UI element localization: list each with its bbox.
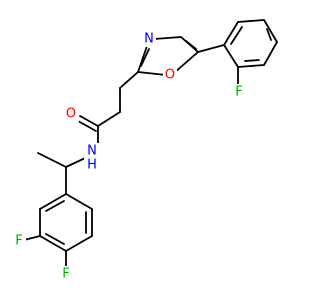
bond-right-inner-1 xyxy=(230,26,243,45)
structure-svg: N O O N H F F F xyxy=(12,19,278,282)
atom-f-left-bottom: F xyxy=(62,267,69,282)
atom-labels: N O O N H F F F xyxy=(12,31,246,282)
bond-right-ring-6 xyxy=(223,44,239,68)
bond-right-ring-3 xyxy=(263,19,278,43)
bond-ox-1 xyxy=(137,45,148,73)
molecule-diagram: N O O N H F F F xyxy=(12,19,278,282)
atom-o-oxazole: O xyxy=(165,68,175,83)
bond-ox-inner-1 xyxy=(140,48,150,67)
bond-carbonyl-o-2 xyxy=(77,120,97,132)
bond-right-inner-2 xyxy=(266,28,272,41)
bond-ch2-carbonyl xyxy=(97,111,121,127)
bond-left-ring-inner-1 xyxy=(45,200,65,212)
bond-left-ring-inner-2 xyxy=(45,233,65,245)
bond-right-ring-4 xyxy=(263,41,278,66)
bond-ox-4 xyxy=(173,51,199,74)
bond-c2-ch2 xyxy=(119,71,139,89)
bond-right-ring-1 xyxy=(223,21,239,46)
bond-ch-methyl xyxy=(37,152,67,168)
bond-left-ring-6 xyxy=(65,193,93,210)
bond-ox-inner-2 xyxy=(185,40,197,50)
atom-o-carbonyl: O xyxy=(66,107,76,122)
bond-ox-5 xyxy=(137,71,167,76)
bond-ox-aryl xyxy=(197,44,225,53)
bonds xyxy=(23,19,278,269)
atom-f-phenyl: F xyxy=(235,85,242,100)
bond-right-ring-5 xyxy=(237,64,265,68)
bond-carbonyl-o-1 xyxy=(79,115,99,127)
bond-left-ring-3 xyxy=(39,235,67,252)
bond-ox-2 xyxy=(153,36,182,40)
atom-n-amide: N xyxy=(87,144,97,159)
bond-left-f-top xyxy=(23,235,41,241)
bond-left-ring-4 xyxy=(65,235,93,252)
bond-right-inner-3 xyxy=(244,59,260,62)
atom-f-left-top: F xyxy=(15,234,22,249)
bond-left-ring-1 xyxy=(39,193,67,210)
atom-n-oxazole: N xyxy=(144,32,154,47)
bond-right-ring-2 xyxy=(237,19,265,23)
atom-h-amide: H xyxy=(87,158,97,173)
